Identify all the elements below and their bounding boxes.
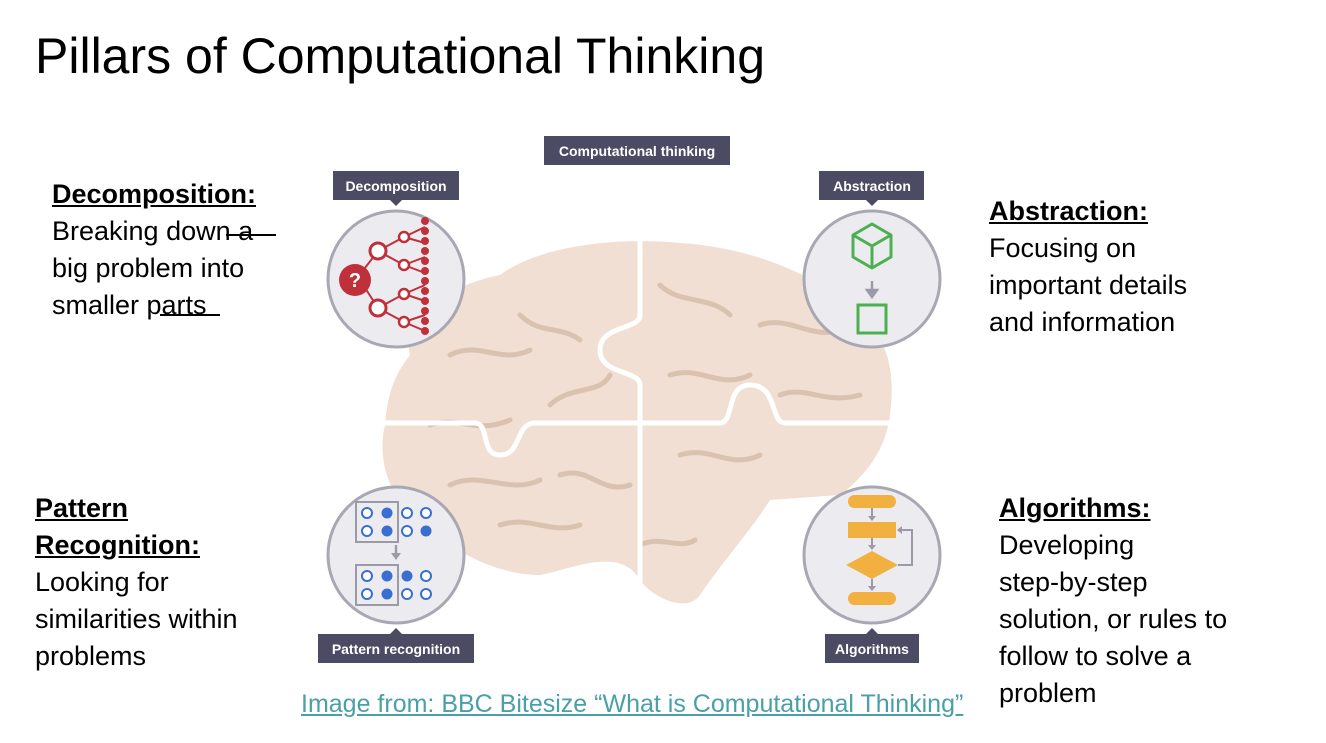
decomposition-line-1: Breaking down a (52, 216, 254, 246)
computational-thinking-diagram: Computational thinking Decomposition (318, 136, 942, 663)
decomposition-tree-icon: ? (339, 217, 429, 335)
decomposition-line-3: smaller parts (52, 290, 207, 320)
abstraction-label: Abstraction (833, 178, 911, 194)
algorithms-text: Algorithms: Developing step-by-step solu… (999, 490, 1299, 712)
pattern-recognition-text: Pattern Recognition: Looking for similar… (35, 490, 295, 675)
pattern-line-3: problems (35, 641, 147, 671)
pattern-line-2: similarities within (35, 604, 238, 634)
question-mark-icon: ? (349, 270, 361, 292)
abstraction-badge: Abstraction (802, 171, 942, 349)
abstraction-line-2: important details (989, 270, 1188, 300)
algorithms-line-5: problem (999, 678, 1097, 708)
pattern-recognition-label: Pattern recognition (332, 641, 460, 657)
decomposition-heading: Decomposition: (52, 179, 257, 209)
decomposition-line-2: big problem into (52, 253, 245, 283)
decomposition-label: Decomposition (345, 178, 446, 194)
algorithms-heading: Algorithms: (999, 493, 1151, 523)
algorithms-label: Algorithms (835, 641, 909, 657)
cube-icon (851, 222, 893, 270)
decomposition-badge: Decomposition (326, 171, 466, 349)
pattern-heading-line-1: Pattern (35, 493, 129, 523)
algorithms-line-3: solution, or rules to (999, 604, 1228, 634)
algorithms-badge: Algorithms (802, 485, 942, 663)
abstraction-line-1: Focusing on (989, 233, 1137, 263)
image-credit-link[interactable]: Image from: BBC Bitesize “What is Comput… (301, 690, 964, 718)
computational-thinking-label: Computational thinking (544, 136, 730, 165)
algorithms-line-1: Developing (999, 530, 1135, 560)
abstraction-line-3: and information (989, 307, 1176, 337)
pattern-dots-icon (355, 501, 432, 606)
algorithms-line-2: step-by-step (999, 567, 1148, 597)
decomposition-text: Decomposition: Breaking down a big probl… (52, 176, 312, 324)
computational-thinking-text: Computational thinking (559, 143, 715, 159)
strike-mark (226, 234, 276, 236)
pattern-heading-line-2: Recognition: (35, 530, 200, 560)
pattern-line-1: Looking for (35, 567, 169, 597)
slide-title: Pillars of Computational Thinking (35, 28, 766, 84)
flowchart-icon (846, 495, 913, 605)
square-icon (856, 303, 888, 335)
pattern-recognition-badge: Pattern recognition (318, 485, 474, 663)
down-arrow-icon (864, 281, 880, 300)
strike-mark (160, 314, 220, 316)
abstraction-text: Abstraction: Focusing on important detai… (989, 193, 1249, 341)
algorithms-line-4: follow to solve a (999, 641, 1192, 671)
abstraction-heading: Abstraction: (989, 196, 1149, 226)
